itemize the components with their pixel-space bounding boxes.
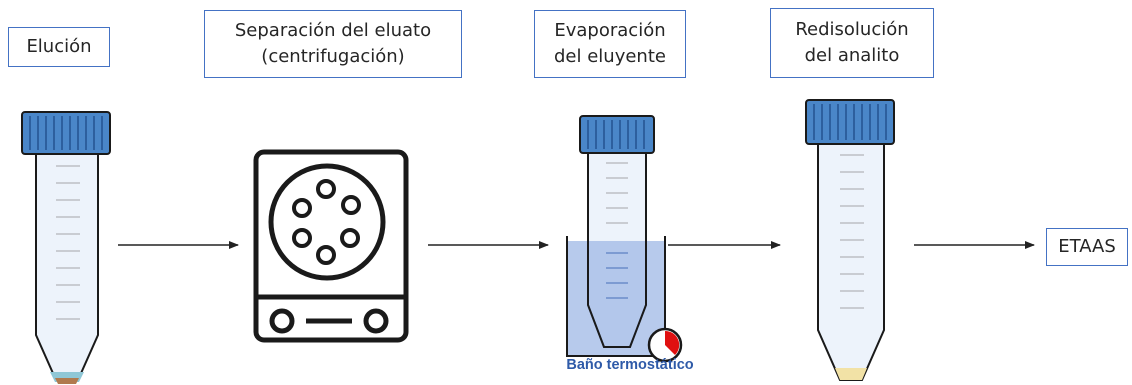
step-label-separation: Separación del eluato (centrifugación)	[204, 10, 462, 78]
evaporation-line2: del eluyente	[554, 46, 666, 67]
separation-line1: Separación del eluato	[234, 20, 432, 41]
timer-icon	[647, 327, 683, 363]
elution-text: Elución	[26, 36, 92, 57]
separation-line2: (centrifugación)	[261, 46, 405, 67]
water-bath-caption: Baño termostático	[566, 357, 694, 373]
step-label-redissolution: Redisolución del analito	[770, 8, 934, 78]
redissolution-line2: del analito	[804, 45, 900, 66]
step-label-evaporation: Evaporación del eluyente	[534, 10, 686, 78]
water-bath-icon	[566, 115, 666, 357]
step-label-elution: Elución	[8, 27, 110, 67]
centrifuge-icon	[253, 149, 409, 343]
evaporation-line1: Evaporación	[554, 20, 666, 41]
tube-icon	[805, 99, 895, 381]
etaas-text: ETAAS	[1058, 236, 1116, 257]
tube-icon	[21, 111, 111, 384]
step-label-etaas: ETAAS	[1046, 228, 1128, 266]
redissolution-line1: Redisolución	[795, 19, 909, 40]
